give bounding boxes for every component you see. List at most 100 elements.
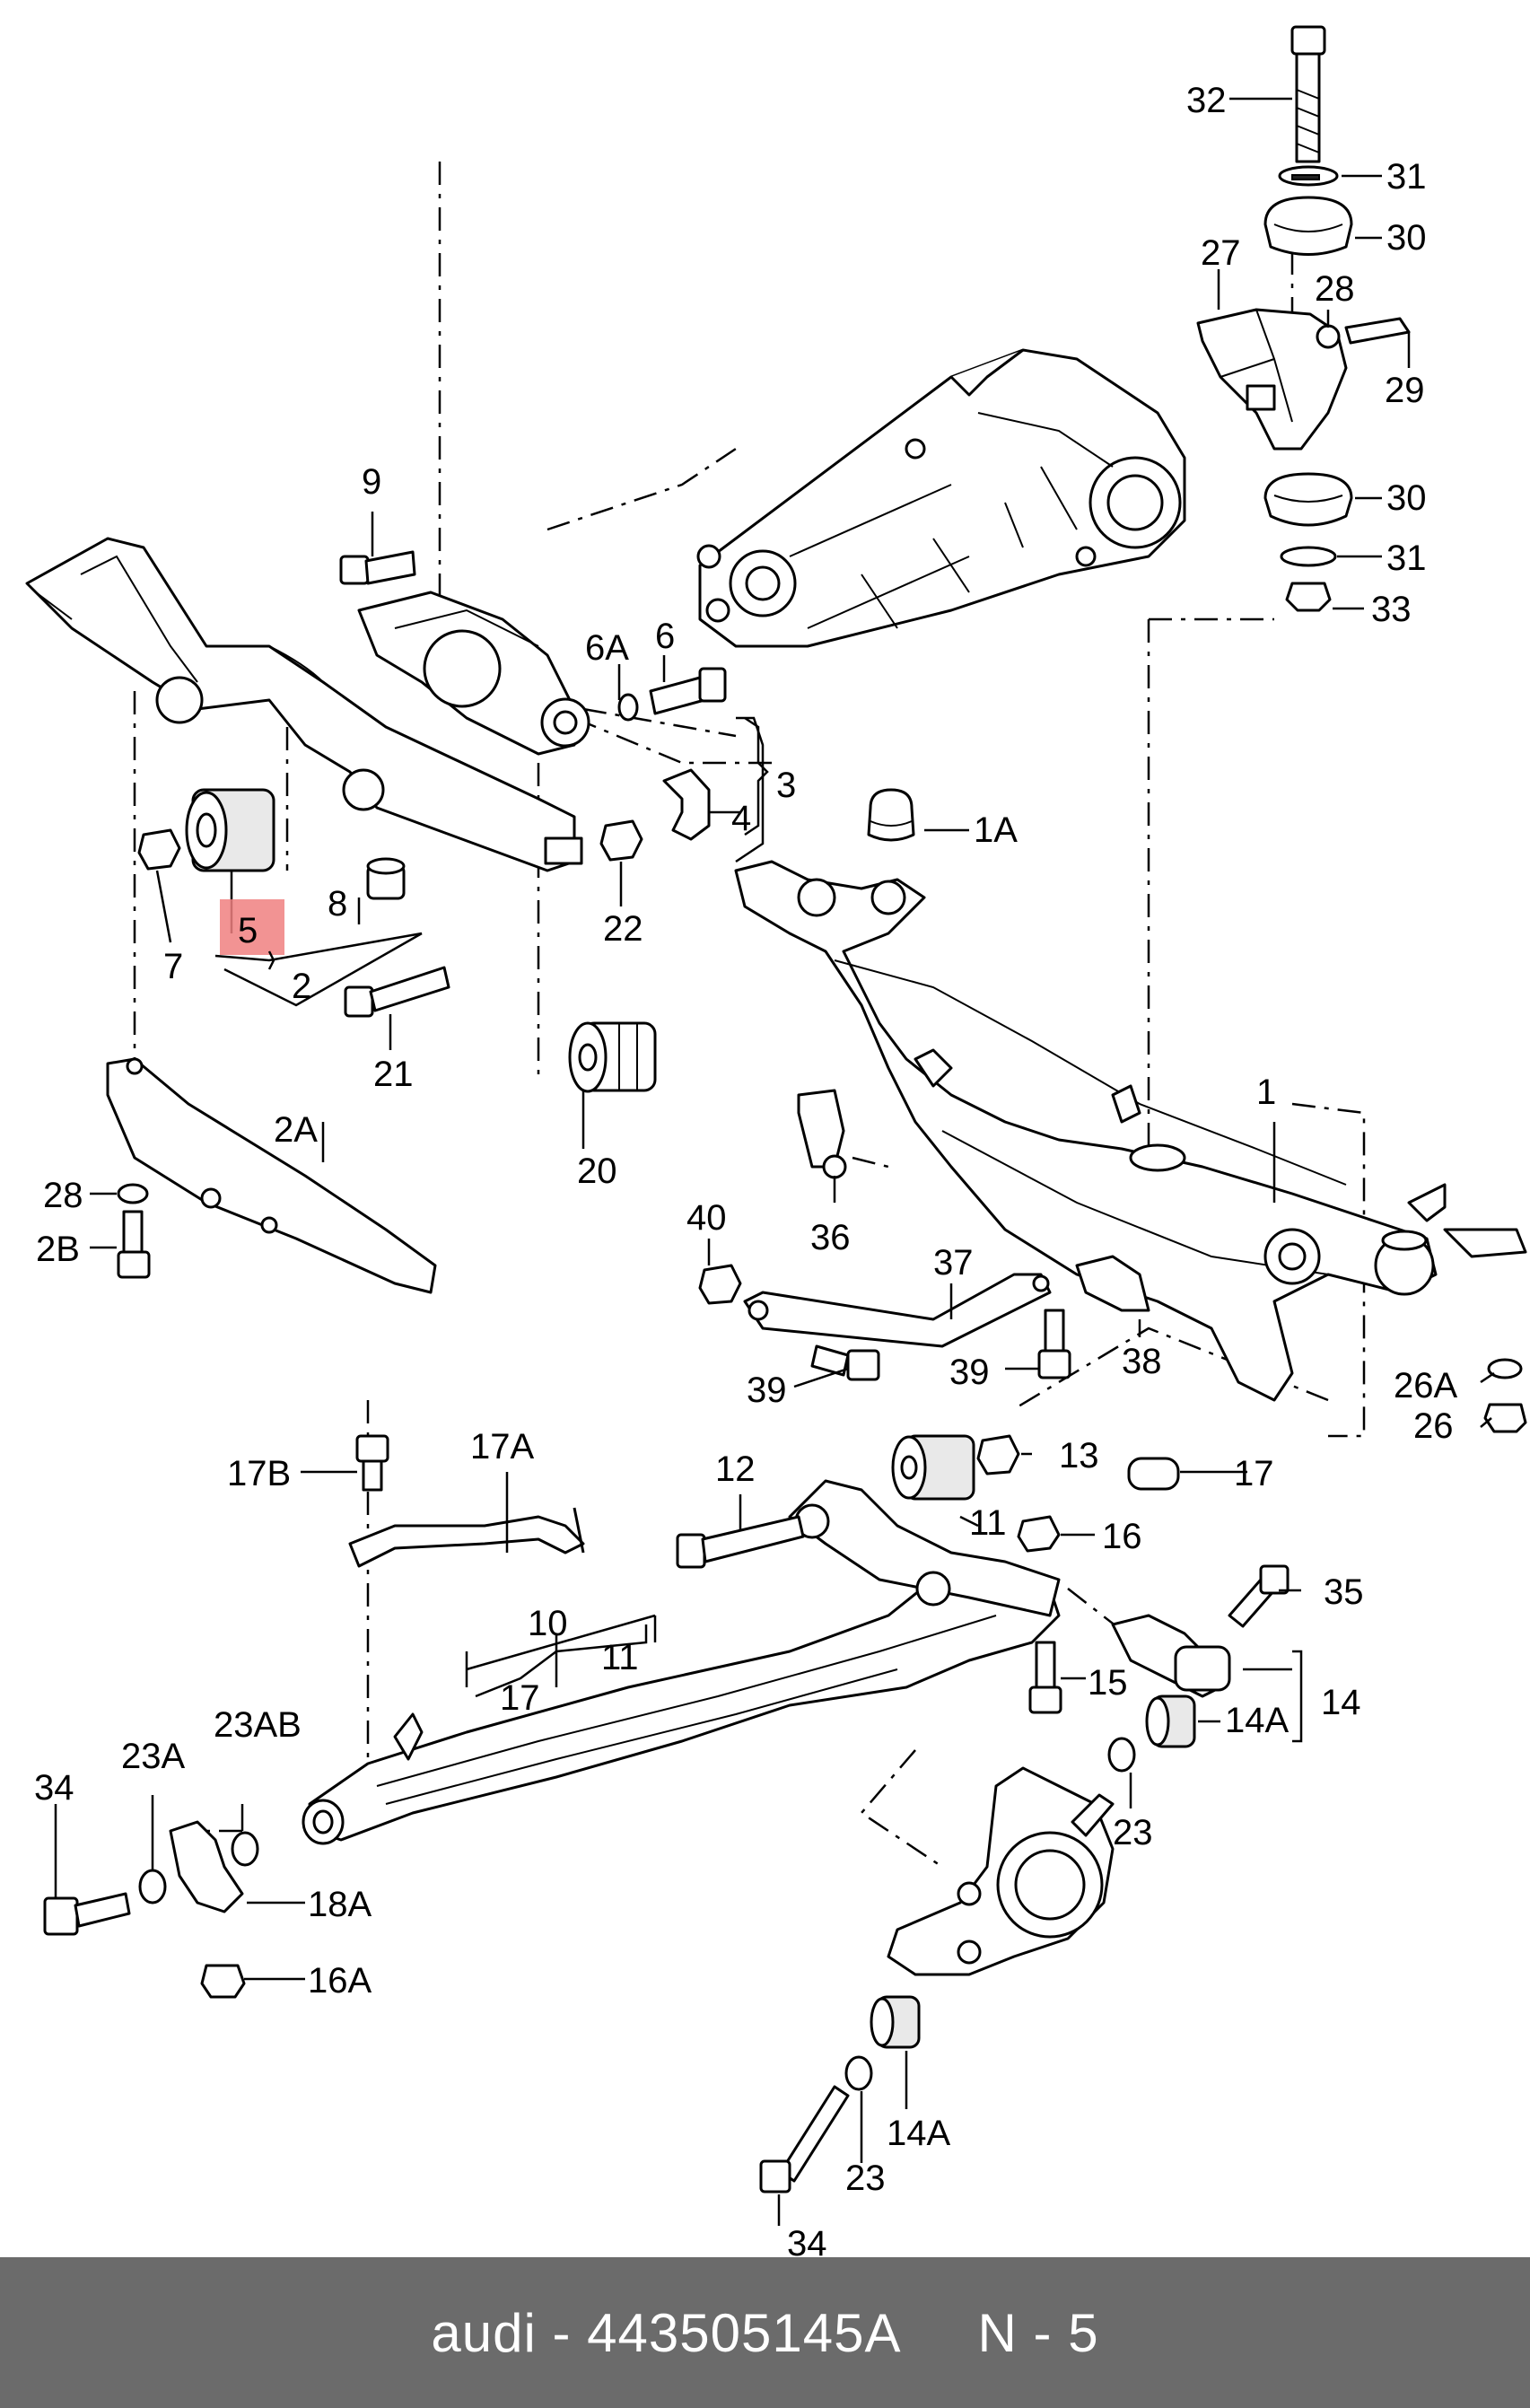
callout-labels: 32 31 30 27 28 29 30 31 33 9 6A 6 3 4 1A…: [34, 81, 1457, 2198]
bushing-14A-upper: [1145, 1694, 1196, 1748]
callout-34b-text: 34: [787, 2224, 827, 2257]
callout-17a: 17: [1234, 1454, 1274, 1493]
bushing-14A-lower: [870, 1995, 921, 2049]
washer-23-lower: [844, 2055, 873, 2091]
callout-31b: 31: [1386, 539, 1427, 578]
callout-7: 7: [163, 947, 183, 986]
bracket-18A: [169, 1820, 244, 1913]
bolt-21: [344, 966, 450, 1018]
wheel-knuckle: [887, 1766, 1115, 1976]
trailing-arm-10: [302, 1479, 1061, 1845]
callout-17b-arm: 17: [500, 1678, 540, 1718]
rear-mount-stack: [1196, 25, 1411, 612]
bolt-35: [1228, 1564, 1290, 1628]
link-14: [1111, 1614, 1231, 1698]
callout-30a: 30: [1386, 218, 1427, 258]
sleeve-8: [366, 857, 406, 900]
bushing-20: [568, 1021, 657, 1093]
callout-21: 21: [373, 1055, 414, 1094]
nut-7: [137, 828, 181, 871]
highlight-box: [220, 899, 284, 955]
footer-part-number: audi - 443505145A N - 5: [431, 2302, 1099, 2363]
washer-23-upper: [1107, 1737, 1136, 1773]
nut-26: [1483, 1403, 1527, 1433]
callout-39a: 39: [747, 1370, 787, 1410]
callout-23a: 23: [1113, 1813, 1153, 1852]
callout-16: 16: [1102, 1517, 1142, 1556]
callout-13: 13: [1059, 1436, 1099, 1475]
callout-29: 29: [1385, 371, 1425, 410]
callout-22: 22: [603, 909, 643, 949]
callout-39b: 39: [949, 1353, 990, 1392]
callout-12: 12: [715, 1449, 756, 1489]
washer-28-left: [117, 1183, 149, 1204]
callout-33: 33: [1371, 590, 1412, 629]
bracket-36-hole: [822, 1154, 847, 1179]
callout-37: 37: [933, 1243, 974, 1283]
callout-26: 26: [1413, 1406, 1454, 1446]
callout-40: 40: [686, 1198, 727, 1238]
strap-37: [743, 1273, 1052, 1348]
callout-2a: 2A: [274, 1110, 318, 1150]
bracket-38: [1075, 1255, 1150, 1312]
callout-17A: 17A: [470, 1427, 534, 1467]
callout-27: 27: [1201, 233, 1241, 273]
nut-16A: [200, 1964, 246, 1999]
bracket-2A: [106, 1057, 437, 1294]
callout-36: 36: [810, 1218, 851, 1257]
leader-lines: [54, 97, 1495, 2226]
washer-23AB: [231, 1831, 259, 1867]
callout-26a: 26A: [1394, 1366, 1457, 1405]
bolt-12: [676, 1515, 805, 1569]
washer-26A: [1487, 1358, 1523, 1379]
bolt-17B: [355, 1434, 389, 1492]
callout-8: 8: [328, 884, 347, 924]
callout-2b: 2B: [36, 1230, 80, 1269]
bolt-6: [617, 667, 727, 722]
bolt-39-right: [1037, 1309, 1071, 1379]
callout-2: 2: [292, 967, 311, 1006]
callout-1a: 1A: [974, 810, 1018, 850]
differential-housing: [696, 348, 1186, 648]
subframe-1: [734, 860, 1527, 1402]
left-crossmember-arm: [25, 537, 590, 872]
callout-11b: 11: [601, 1638, 639, 1677]
callout-30b: 30: [1386, 478, 1427, 518]
callout-31a: 31: [1386, 157, 1427, 197]
sleeve-17: [1127, 1457, 1180, 1491]
callout-14: 14: [1321, 1683, 1361, 1722]
callout-34a: 34: [34, 1768, 74, 1808]
callout-5: 5: [238, 911, 258, 950]
callout-18a: 18A: [308, 1885, 372, 1924]
clip-4: [662, 768, 711, 841]
callout-20: 20: [577, 1151, 617, 1191]
callout-23A: 23A: [121, 1737, 185, 1776]
nut-40: [698, 1264, 742, 1305]
bolt-15: [1028, 1641, 1062, 1714]
nut-16: [1017, 1515, 1061, 1553]
callout-6: 6: [655, 617, 675, 656]
callout-28b: 28: [43, 1176, 83, 1215]
callout-4: 4: [731, 799, 751, 838]
callout-11a: 11: [969, 1503, 1007, 1543]
footer-bar: audi - 443505145A N - 5: [0, 2257, 1530, 2408]
callout-15: 15: [1088, 1663, 1128, 1703]
rod-17A: [348, 1507, 585, 1568]
bushing-11: [891, 1434, 975, 1501]
callout-6a: 6A: [585, 628, 629, 668]
bolt-9: [339, 550, 416, 585]
callout-17b: 17B: [227, 1454, 291, 1493]
callout-14a2-text: 14A: [887, 2114, 950, 2153]
callout-9: 9: [362, 462, 381, 502]
callout-14a1: 14A: [1225, 1701, 1289, 1740]
callout-16a-text: 16A: [308, 1961, 372, 2001]
nut-13: [976, 1434, 1020, 1475]
callout-32: 32: [1186, 81, 1227, 120]
callout-23b: 23: [845, 2158, 886, 2198]
callout-3: 3: [776, 766, 796, 805]
bolt-2B: [117, 1210, 151, 1279]
washer-23A: [138, 1869, 167, 1905]
callout-23AB: 23AB: [214, 1705, 302, 1745]
braces: [214, 716, 769, 1687]
bolt-34-lower: [759, 2085, 850, 2193]
